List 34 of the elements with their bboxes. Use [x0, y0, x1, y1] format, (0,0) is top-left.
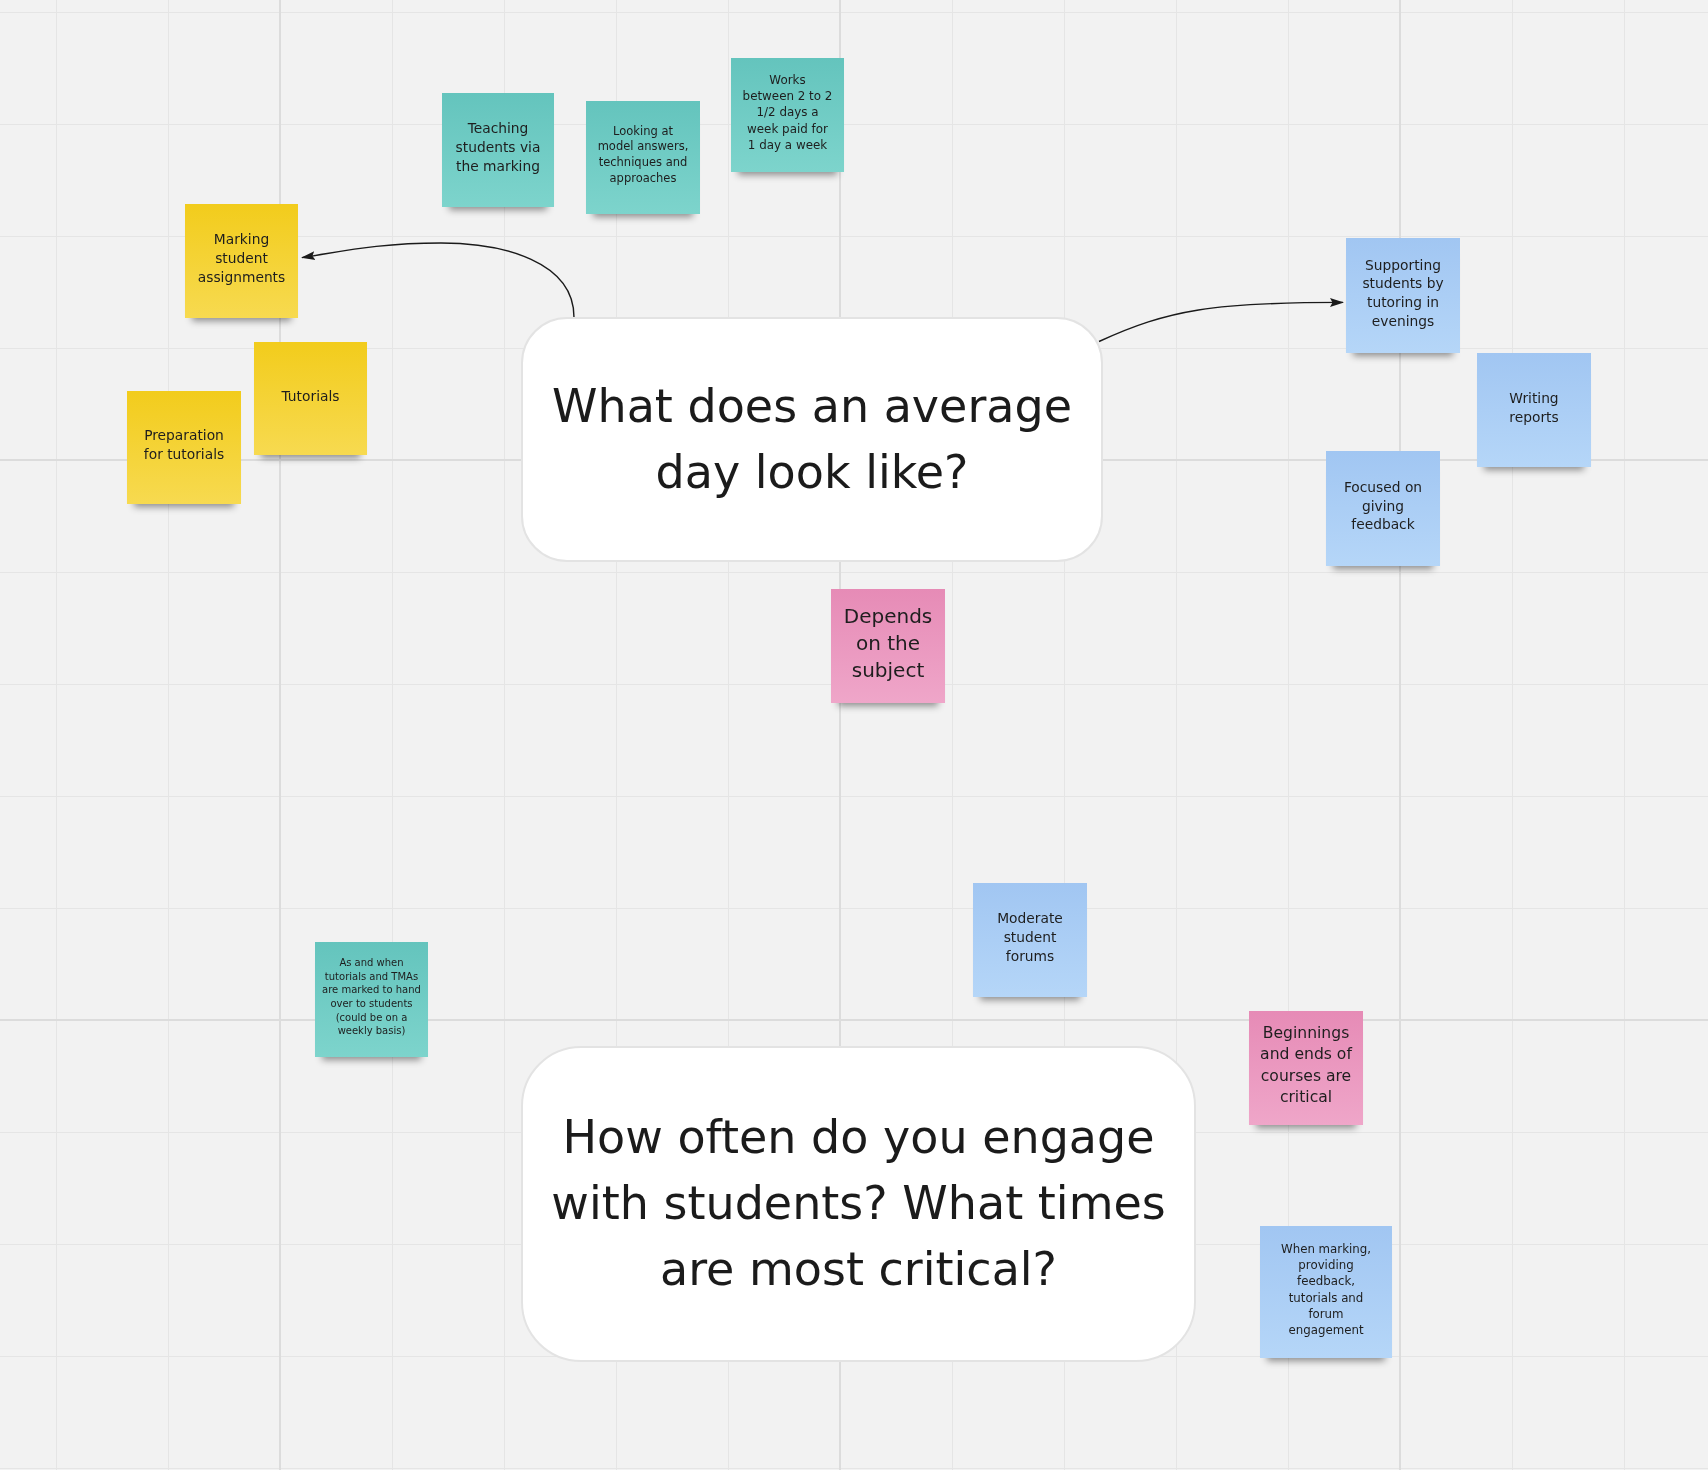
sticky-note — [1260, 1226, 1392, 1358]
sticky-note — [586, 101, 700, 214]
sticky-note — [185, 204, 298, 318]
sticky-note — [127, 391, 241, 504]
note-text: Preparation for tutorials — [142, 426, 226, 464]
note-text: Supporting students by tutoring in evenings — [1361, 255, 1445, 331]
note-text: Looking at model answers, techniques and approaches — [596, 123, 690, 187]
note-text: Depends on the subject — [842, 602, 934, 685]
sticky-note — [254, 342, 367, 455]
arrow — [1098, 297, 1344, 343]
sticky-note — [731, 58, 844, 172]
note-text: Tutorials — [281, 386, 340, 406]
note-text: As and when tutorials and TMAs are marked to hand over to students (could be on a weekly basis) — [321, 956, 422, 1038]
sticky-note — [1326, 451, 1440, 566]
sticky-note — [973, 883, 1087, 997]
sticky-note — [1477, 353, 1591, 467]
sticky-note — [1346, 238, 1460, 353]
question-card — [521, 317, 1103, 562]
note-text: Works between 2 to 2 1/2 days a week paid for 1 day a week — [742, 72, 833, 153]
note-text: Writing reports — [1508, 388, 1560, 427]
note-text: Beginnings and ends of courses are critical — [1259, 1023, 1354, 1108]
sticky-note — [315, 942, 428, 1057]
arrow — [301, 242, 575, 318]
sticky-note — [831, 589, 945, 703]
question-text: What does an average day look like? — [551, 377, 1073, 501]
sticky-note — [1249, 1011, 1363, 1125]
question-text: How often do you engage with students? What times are most critical? — [550, 1109, 1167, 1298]
note-text: Moderate student forums — [996, 909, 1064, 966]
question-card — [521, 1046, 1196, 1362]
sticky-note — [442, 93, 554, 207]
note-text: Focused on giving feedback — [1342, 477, 1424, 535]
note-text: Teaching students via the marking — [454, 119, 542, 176]
note-text: Marking student assignments — [196, 230, 287, 287]
note-text: When marking, providing feedback, tutorials and forum engagement — [1280, 1241, 1372, 1338]
